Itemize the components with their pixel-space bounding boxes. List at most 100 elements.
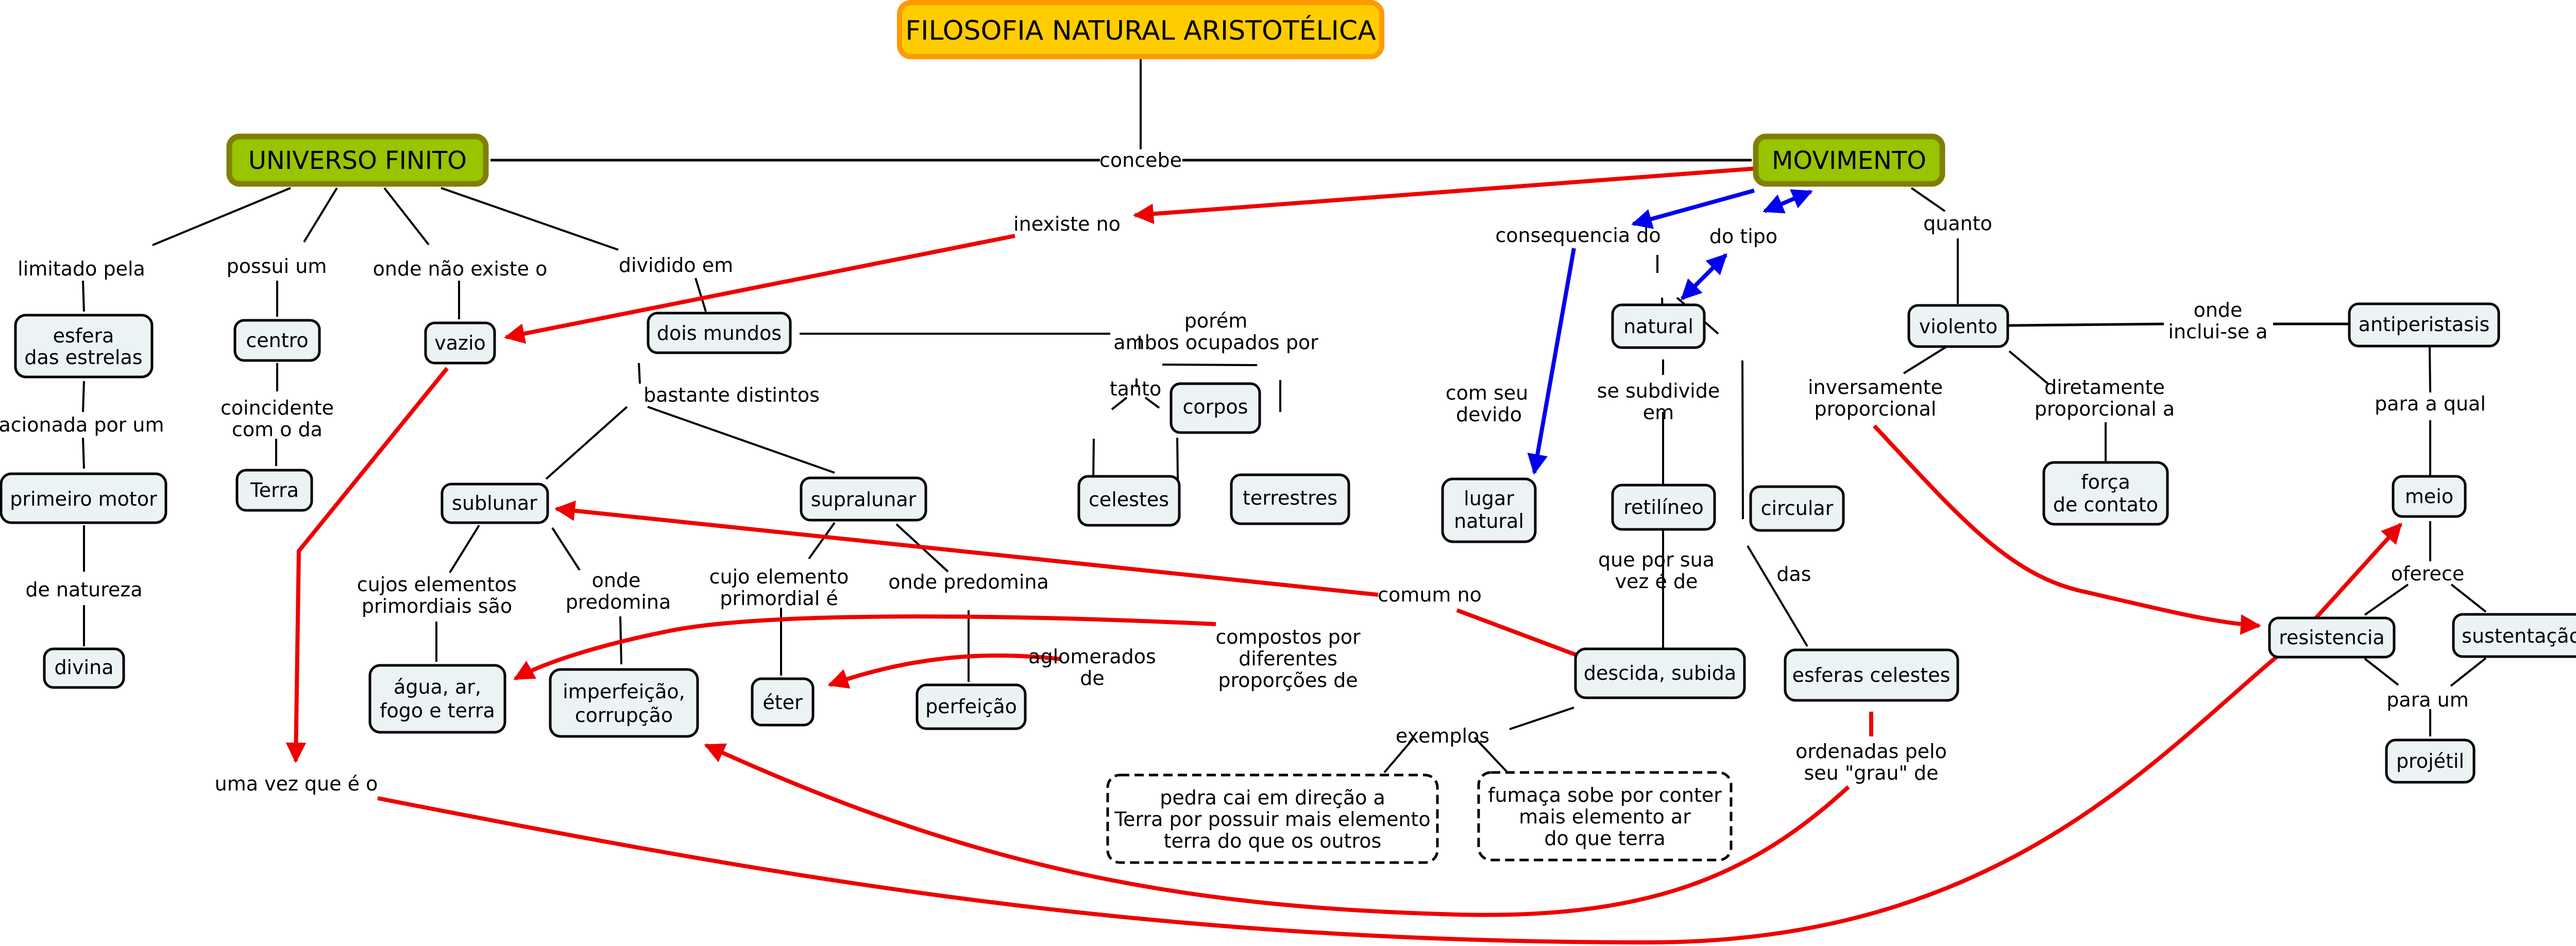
link-coincidente: coincidente — [221, 397, 334, 419]
concept-supralunar[interactable]: supralunar — [800, 476, 927, 522]
title-node[interactable]: FILOSOFIA NATURAL ARISTOTÉLICA — [897, 0, 1384, 59]
example-text: pedra cai em direção a — [1160, 786, 1385, 809]
connector — [1473, 736, 1509, 773]
blue-link-consequencia-lugar — [1527, 248, 1576, 475]
example-text: fumaça sobe por conter — [1488, 784, 1722, 806]
concept-movimento[interactable]: MOVIMENTO — [1753, 133, 1945, 187]
connector — [2364, 658, 2399, 686]
link-acionada-por-um: acionada por um — [0, 414, 164, 436]
concept-esferas-celestes[interactable]: esferas celestes — [1784, 648, 1959, 702]
link-onde-nao-existe: onde não existe o — [373, 257, 548, 280]
concept-label: divina — [54, 656, 113, 679]
link-diretamente: proporcional a — [2035, 398, 2175, 420]
link-tanto: tanto — [1110, 377, 1161, 400]
red-link-inversamente-resistencia — [1873, 424, 2261, 635]
link-para-um: para um — [2386, 689, 2469, 711]
link-aglomerados: aglomerados — [1028, 645, 1156, 668]
concept-label: de contato — [2053, 493, 2158, 516]
concept-primeiro-motor[interactable]: primeiro motor — [0, 472, 167, 524]
concept-esfera-das-estrelas[interactable]: esfera das estrelas — [14, 314, 154, 379]
link-se-subdivide: se subdivide — [1597, 380, 1720, 402]
concept-retilineo[interactable]: retilíneo — [1611, 484, 1716, 531]
connector — [152, 187, 291, 246]
concept-label: violento — [1919, 315, 1997, 338]
connector — [82, 280, 85, 312]
link-cujos-elementos: cujos elementos — [357, 573, 517, 596]
concept-label: celestes — [1089, 488, 1169, 511]
concept-resistencia[interactable]: resistencia — [2268, 616, 2396, 659]
concept-label: meio — [2405, 485, 2453, 508]
link-possui-um: possui um — [227, 255, 327, 278]
connector — [383, 187, 430, 246]
connector — [1144, 397, 1160, 409]
concept-imperfeicao-corrupcao[interactable]: imperfeição, corrupção — [549, 668, 699, 738]
link-que-por-sua-vez: que por sua — [1598, 548, 1715, 571]
concept-label: sublunar — [452, 492, 537, 514]
link-das: das — [1776, 563, 1811, 586]
connector — [440, 187, 619, 251]
link-bastante-distintos: bastante distintos — [643, 384, 820, 406]
concept-descida-subida[interactable]: descida, subida — [1574, 647, 1746, 699]
concept-label: natural — [1623, 315, 1693, 338]
concept-label: esferas celestes — [1792, 664, 1951, 686]
concept-forca-de-contato[interactable]: força de contato — [2042, 461, 2169, 526]
concept-label: das estrelas — [24, 346, 142, 369]
concept-label: imperfeição, — [563, 680, 685, 703]
concept-sublunar[interactable]: sublunar — [440, 483, 549, 524]
concept-label: corrupção — [575, 704, 673, 727]
link-cujo-elemento: primordial é — [720, 587, 838, 610]
link-onde-predomina: onde predomina — [888, 571, 1049, 593]
linking-phrases: concebe limitado pela possui um onde não… — [0, 149, 2486, 795]
concept-label: água, ar, — [394, 676, 481, 698]
concept-dois-mundos[interactable]: dois mundos — [647, 312, 792, 354]
concept-label: Terra — [250, 479, 299, 502]
blue-link-movimento-consequencia — [1631, 188, 1755, 229]
concept-universo-finito[interactable]: UNIVERSO FINITO — [226, 133, 489, 187]
link-que-por-sua-vez: vez é de — [1615, 570, 1698, 593]
connector — [551, 527, 581, 571]
connector — [2008, 322, 2164, 327]
concept-meio[interactable]: meio — [2392, 475, 2467, 518]
concept-label: perfeição — [925, 695, 1017, 718]
connector — [449, 524, 480, 574]
concept-perfeicao[interactable]: perfeição — [916, 683, 1027, 730]
concept-projetil[interactable]: projétil — [2385, 738, 2476, 784]
concept-circular[interactable]: circular — [1749, 485, 1845, 532]
link-diretamente: diretamente — [2044, 376, 2165, 399]
concept-terra[interactable]: Terra — [235, 469, 313, 512]
concept-divina[interactable]: divina — [43, 647, 125, 689]
example-pedra[interactable]: pedra cai em direção a Terra por possuir… — [1106, 773, 1439, 864]
concept-label: corpos — [1183, 395, 1248, 418]
link-com-seu-devido: com seu — [1446, 382, 1529, 404]
connector — [808, 522, 836, 560]
link-ordenadas: ordenadas pelo — [1795, 740, 1947, 763]
title-text: FILOSOFIA NATURAL ARISTOTÉLICA — [905, 15, 1376, 46]
connector — [1910, 187, 1946, 212]
connector — [1903, 345, 1948, 374]
concept-lugar-natural[interactable]: lugar natural — [1441, 477, 1537, 543]
concept-celestes[interactable]: celestes — [1077, 475, 1181, 527]
connector — [638, 363, 641, 384]
concept-antiperistasis[interactable]: antiperistasis — [2348, 302, 2500, 348]
connector — [545, 406, 628, 480]
concept-sustentacao[interactable]: sustentação — [2452, 613, 2576, 658]
link-do-tipo: do tipo — [1709, 225, 1777, 248]
link-aglomerados: de — [1080, 667, 1105, 690]
example-fumaca[interactable]: fumaça sobe por conter mais elemento ar … — [1477, 771, 1733, 862]
concept-centro[interactable]: centro — [233, 319, 321, 362]
link-porem: porém — [1184, 309, 1248, 332]
concept-vazio[interactable]: vazio — [424, 321, 496, 365]
concept-corpos[interactable]: corpos — [1170, 382, 1261, 434]
concept-label: vazio — [434, 332, 486, 354]
concept-eter[interactable]: éter — [751, 677, 815, 727]
link-compostos: proporções de — [1218, 669, 1358, 692]
concept-terrestres[interactable]: terrestres — [1230, 473, 1350, 525]
concept-violento[interactable]: violento — [1907, 304, 2009, 348]
link-quanto: quanto — [1923, 212, 1992, 235]
concept-label: UNIVERSO FINITO — [248, 146, 467, 175]
concept-label: esfera — [53, 324, 114, 347]
connector — [1509, 707, 1574, 730]
concept-agua-ar-fogo-terra[interactable]: água, ar, fogo e terra — [368, 664, 506, 734]
link-onde-inclui: onde — [2194, 299, 2243, 321]
concept-natural[interactable]: natural — [1611, 303, 1706, 349]
